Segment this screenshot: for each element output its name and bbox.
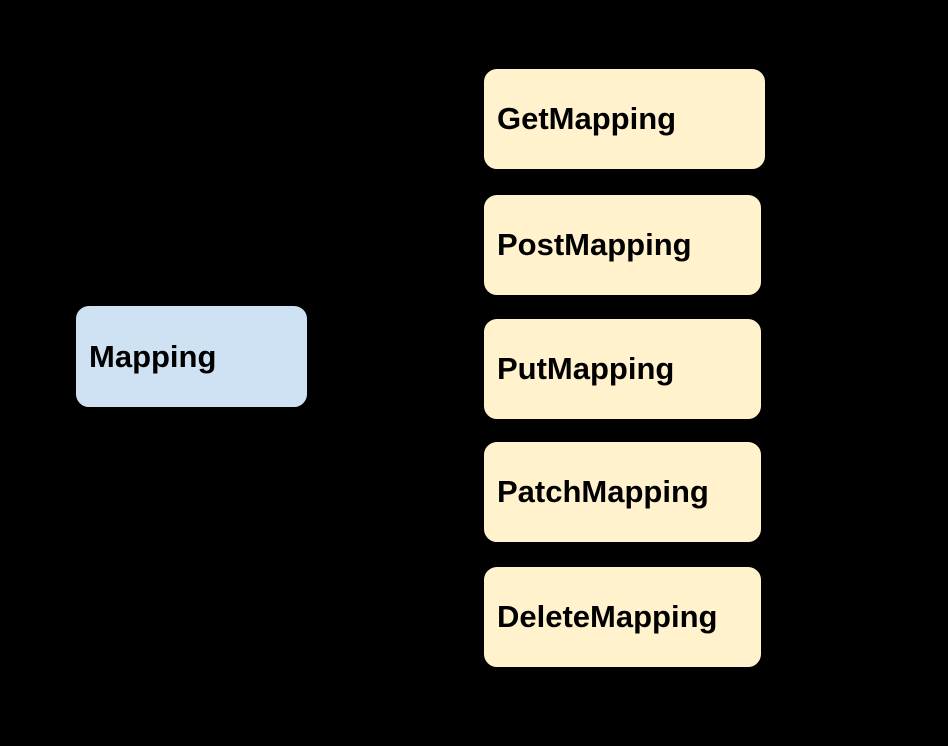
node-postmapping: PostMapping [483, 194, 762, 296]
node-mapping-label: Mapping [89, 338, 217, 374]
node-patchmapping: PatchMapping [483, 441, 762, 543]
node-postmapping-label: PostMapping [497, 227, 692, 262]
node-patchmapping-label: PatchMapping [497, 474, 709, 509]
node-deletemapping-label: DeleteMapping [497, 599, 718, 634]
node-putmapping-label: PutMapping [497, 351, 675, 386]
node-getmapping: GetMapping [483, 68, 766, 170]
node-putmapping: PutMapping [483, 318, 762, 420]
node-getmapping-label: GetMapping [497, 101, 677, 136]
node-mapping: Mapping [75, 305, 308, 408]
node-deletemapping: DeleteMapping [483, 566, 762, 668]
